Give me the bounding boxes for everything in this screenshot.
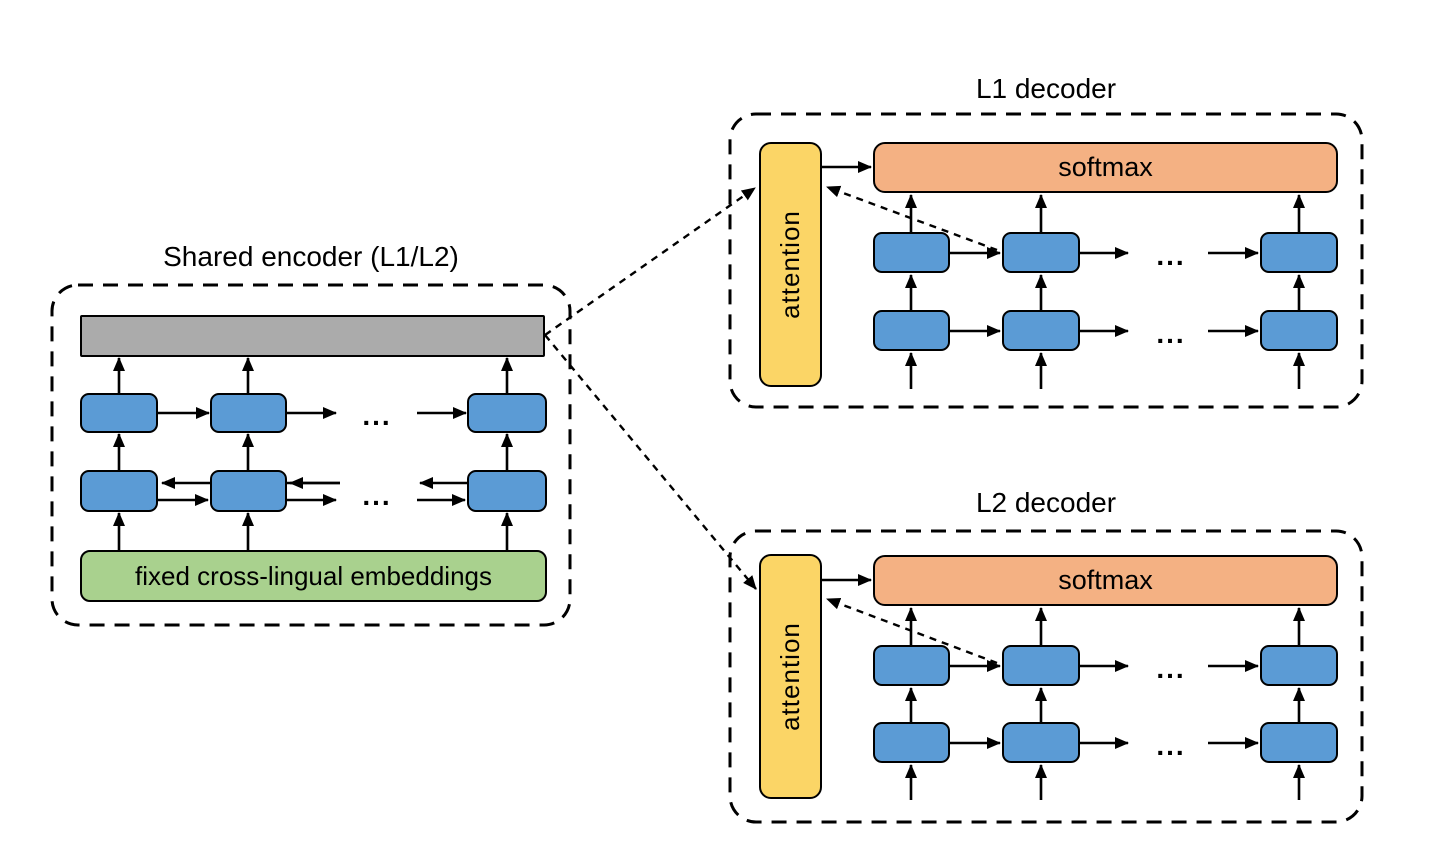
encoder-title: Shared encoder (L1/L2) [163,241,459,272]
softmax-label: softmax [1058,152,1153,182]
l1-decoder-arrows [822,161,1305,389]
softmax-label: softmax [1058,565,1153,595]
shared-encoder-box [50,283,572,627]
attention-label: attention [775,210,805,319]
rnn-cell [210,393,287,433]
encoder-bidirectional-arrows [158,477,467,506]
ellipsis: ... [1156,318,1186,349]
l1-attention-box: attention [759,142,822,387]
rnn-cell [1260,645,1338,686]
encoder-context-bar [80,315,545,357]
l2-decoder-title: L2 decoder [975,487,1117,518]
rnn-cell [1002,232,1080,273]
rnn-cell [210,470,287,512]
ellipsis: ... [1156,240,1186,271]
l1-decoder-box [728,112,1364,409]
l2-decoder-arrows [822,574,1305,800]
ellipsis: ... [362,400,392,431]
encoder-layer-up-arrows [113,433,513,470]
rnn-cell [873,722,950,763]
context-to-l2-attention-dashed-arrow [544,334,757,590]
rnn-cell [873,645,950,686]
rnn-cell [1260,310,1338,351]
rnn-cell [1002,722,1080,763]
rnn-cell [80,393,158,433]
l1-softmax-bar: softmax [873,142,1338,193]
ellipsis: ... [1156,730,1186,761]
encoder-input-up-arrows [113,512,513,550]
rnn-cell [467,393,547,433]
l2-softmax-bar: softmax [873,555,1338,606]
ellipsis: ... [1156,653,1186,684]
rnn-cell [80,470,158,512]
encoder-context-up-arrows [113,357,513,393]
rnn-cell [1002,310,1080,351]
decoder-attention-dashed-arrow [826,185,998,252]
l2-attention-box: attention [759,554,822,799]
rnn-cell [1260,722,1338,763]
rnn-cell [873,310,950,351]
rnn-cell [1002,645,1080,686]
rnn-cell [873,232,950,273]
l2-decoder-box [728,529,1364,824]
attention-label: attention [775,622,805,731]
decoder-attention-dashed-arrow [826,597,998,665]
context-to-l1-attention-dashed-arrow [544,187,756,336]
encoder-embeddings-box: fixed cross-lingual embeddings [80,550,547,602]
rnn-cell [467,470,547,512]
l1-decoder-title: L1 decoder [975,73,1117,104]
rnn-cell [1260,232,1338,273]
ellipsis: ... [362,480,392,511]
embeddings-label: fixed cross-lingual embeddings [135,560,492,591]
